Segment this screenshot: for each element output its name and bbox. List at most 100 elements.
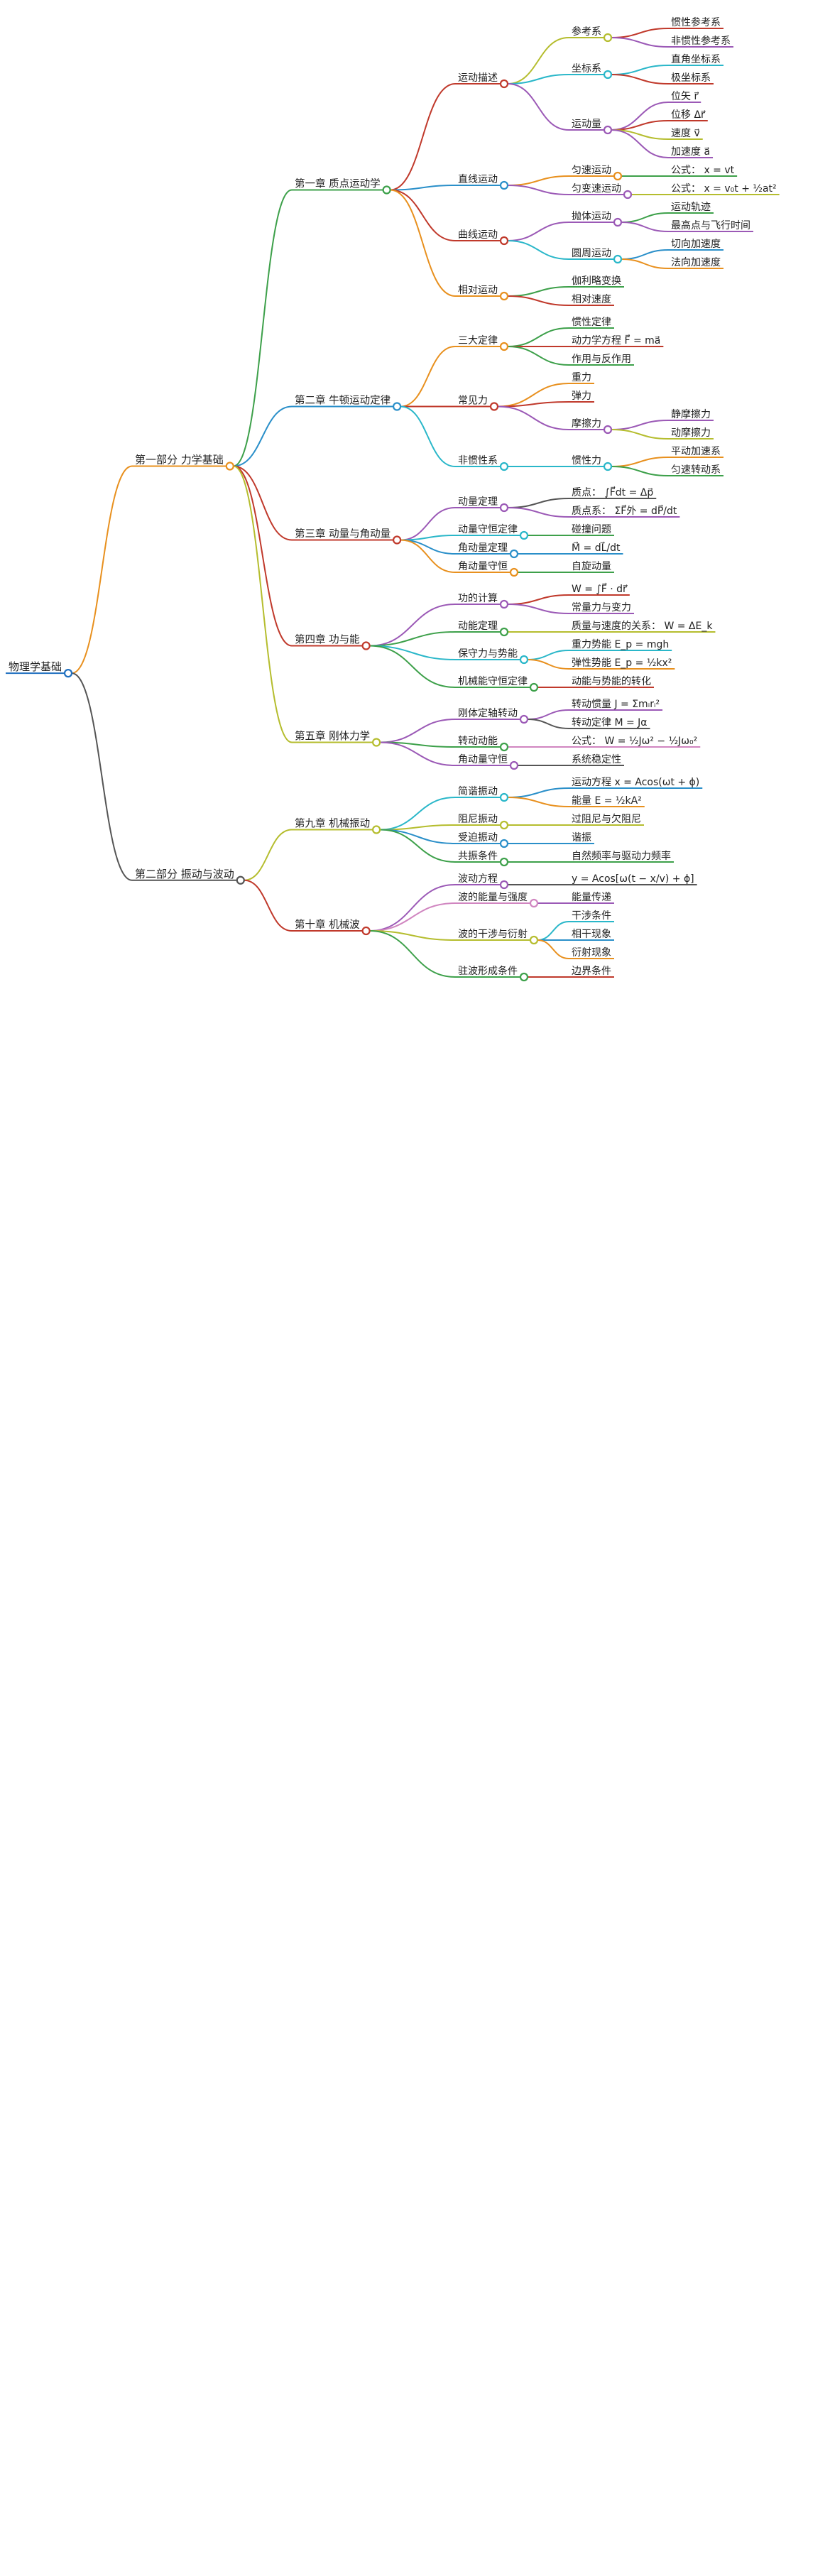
collapse-toggle-icon[interactable] [529, 682, 539, 692]
collapse-toggle-icon[interactable] [499, 820, 509, 830]
mind-map-node: 弹性势能 E_p = ½kx² [569, 657, 675, 670]
mind-map-edge [369, 930, 456, 978]
collapse-toggle-icon[interactable] [236, 875, 245, 885]
mind-map-edge [507, 346, 569, 366]
collapse-toggle-icon[interactable] [382, 185, 391, 195]
mind-map-edge [400, 405, 456, 467]
node-label: 第一章 质点运动学 [295, 178, 381, 190]
collapse-toggle-icon[interactable] [603, 462, 613, 471]
node-label: 匀速运动 [572, 165, 611, 176]
node-label: 摩擦力 [572, 417, 601, 430]
collapse-toggle-icon[interactable] [499, 627, 509, 637]
collapse-toggle-icon[interactable] [519, 530, 529, 540]
collapse-toggle-icon[interactable] [529, 898, 539, 908]
collapse-toggle-icon[interactable] [489, 402, 499, 411]
node-label: 驻波形成条件 [458, 965, 518, 977]
mind-map-node: 第二部分 振动与波动 [132, 868, 237, 881]
node-label: 动力学方程 F⃗ = ma⃗ [572, 334, 660, 346]
node-label: 系统稳定性 [572, 754, 621, 765]
collapse-toggle-icon[interactable] [613, 254, 623, 264]
mind-map-node: 简谐振动 [455, 785, 501, 798]
collapse-toggle-icon[interactable] [613, 217, 623, 227]
collapse-toggle-icon[interactable] [529, 935, 539, 945]
mind-map-edge [390, 189, 456, 297]
mind-map-edge [400, 507, 456, 541]
collapse-toggle-icon[interactable] [499, 880, 509, 890]
collapse-toggle-icon[interactable] [499, 742, 509, 752]
collapse-toggle-icon[interactable] [225, 462, 234, 471]
mind-map-edge [71, 672, 133, 881]
mind-map-edge [507, 604, 569, 614]
collapse-toggle-icon[interactable] [509, 760, 519, 770]
node-label: 运动方程 x = Acos(ωt + ϕ) [572, 777, 699, 788]
mind-map-node: 直角坐标系 [668, 53, 723, 66]
node-label: 位矢 r⃗ [671, 91, 699, 102]
collapse-toggle-icon[interactable] [393, 402, 402, 411]
collapse-toggle-icon[interactable] [499, 462, 509, 471]
collapse-toggle-icon[interactable] [519, 655, 529, 665]
collapse-toggle-icon[interactable] [603, 125, 613, 135]
mind-map-edge [507, 594, 569, 605]
collapse-toggle-icon[interactable] [63, 669, 73, 678]
collapse-toggle-icon[interactable] [499, 342, 509, 351]
mind-map-edge [507, 222, 569, 241]
collapse-toggle-icon[interactable] [509, 567, 519, 577]
mind-map-edge [527, 650, 569, 660]
mind-map-edge [380, 829, 456, 863]
mind-map-node: 系统稳定性 [569, 754, 624, 766]
mind-map-edge [390, 83, 456, 191]
node-label: 干涉条件 [572, 910, 611, 922]
collapse-toggle-icon[interactable] [519, 714, 529, 724]
mind-map-node: 非惯性参考系 [668, 35, 733, 48]
mind-map-node: 动摩擦力 [668, 427, 714, 440]
collapse-toggle-icon[interactable] [361, 641, 371, 650]
collapse-toggle-icon[interactable] [499, 180, 509, 190]
collapse-toggle-icon[interactable] [372, 738, 381, 747]
mind-map-node: 静摩擦力 [668, 408, 714, 421]
mind-map-node: 三大定律 [455, 335, 501, 347]
mind-map-node: 角动量守恒 [455, 754, 510, 766]
collapse-toggle-icon[interactable] [623, 190, 633, 200]
collapse-toggle-icon[interactable] [499, 79, 509, 89]
collapse-toggle-icon[interactable] [603, 425, 613, 435]
mind-map-edge [611, 420, 669, 430]
collapse-toggle-icon[interactable] [499, 291, 509, 301]
mind-map-edge [507, 286, 569, 297]
edge-layer [71, 28, 669, 978]
mind-map-edge [380, 719, 456, 743]
mind-map-node: 匀速运动 [569, 165, 614, 177]
mind-map-node: 第一章 质点运动学 [292, 178, 383, 191]
collapse-toggle-icon[interactable] [519, 972, 529, 982]
collapse-toggle-icon[interactable] [499, 792, 509, 802]
mind-map-edge [507, 787, 569, 798]
node-label: M⃗ = dL⃗/dt [572, 541, 621, 554]
collapse-toggle-icon[interactable] [603, 70, 613, 80]
collapse-toggle-icon[interactable] [499, 236, 509, 246]
node-label: 运动量 [572, 119, 601, 130]
mind-map-edge [244, 879, 293, 932]
collapse-toggle-icon[interactable] [499, 503, 509, 513]
collapse-toggle-icon[interactable] [499, 857, 509, 867]
mind-map-node: 弹力 [569, 391, 594, 403]
collapse-toggle-icon[interactable] [393, 535, 402, 545]
node-label: 波的干涉与衍射 [458, 929, 528, 940]
mind-map-edge [380, 741, 456, 766]
node-label: 转动动能 [458, 736, 498, 747]
collapse-toggle-icon[interactable] [361, 926, 371, 936]
collapse-toggle-icon[interactable] [499, 599, 509, 609]
node-label: 简谐振动 [458, 785, 498, 797]
collapse-toggle-icon[interactable] [509, 549, 519, 559]
collapse-toggle-icon[interactable] [499, 839, 509, 848]
node-label: 最高点与飞行时间 [671, 219, 750, 231]
collapse-toggle-icon[interactable] [613, 171, 623, 181]
node-label: 角动量定理 [458, 542, 508, 554]
mind-map-edge [507, 507, 569, 518]
node-label: 动能定理 [458, 621, 498, 632]
node-label: 第二章 牛顿运动定律 [295, 394, 391, 407]
mind-map-node: 功的计算 [455, 593, 501, 605]
mind-map-edge [537, 921, 569, 941]
node-label: 重力 [572, 372, 591, 383]
node-label: 非惯性系 [458, 454, 498, 466]
collapse-toggle-icon[interactable] [603, 33, 613, 43]
collapse-toggle-icon[interactable] [372, 825, 381, 834]
